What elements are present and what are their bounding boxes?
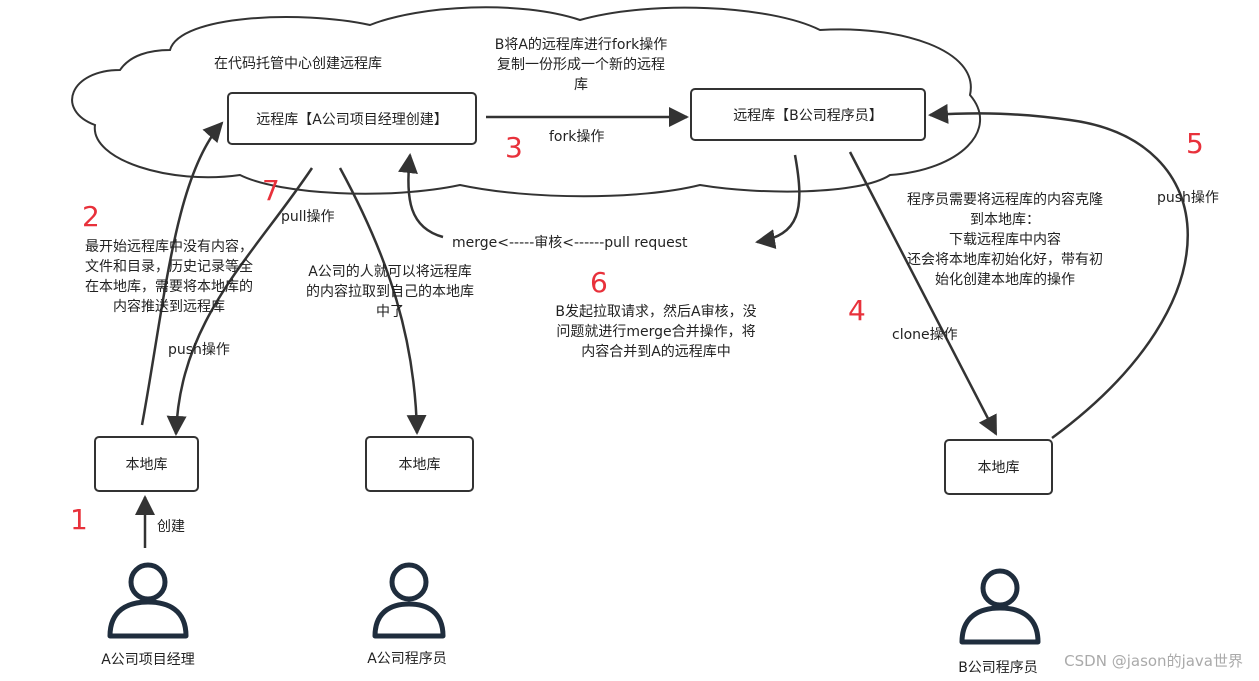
step4-desc-line: 下载远程库中内容 — [949, 232, 1061, 248]
step4-desc-line: 始化创建本地库的操作 — [935, 272, 1075, 288]
step-number-7: 7 — [262, 174, 280, 207]
step7-desc-line: A公司的人就可以将远程库 — [308, 264, 472, 280]
step-number-5: 5 — [1186, 127, 1204, 160]
step6-desc-line: 内容合并到A的远程库中 — [581, 344, 731, 360]
person-icon — [372, 562, 446, 639]
local-repo-pm: 本地库 — [94, 436, 199, 492]
step4-desc-line: 程序员需要将远程库的内容克隆 — [907, 192, 1103, 208]
person-dev-a-label: A公司程序员 — [367, 651, 447, 667]
pull-op-label: pull操作 — [281, 209, 335, 225]
step4-desc-line: 到本地库： — [970, 212, 1040, 228]
clone-arrow — [848, 151, 998, 436]
local-repo-dev-b: 本地库 — [944, 439, 1053, 495]
person-dev-a — [361, 560, 457, 644]
fork-description: B将A的远程库进行fork操作 复制一份形成一个新的远程 库 — [468, 35, 694, 95]
step-number-3: 3 — [505, 131, 523, 164]
push-op-label-left: push操作 — [168, 342, 230, 358]
local-repo-dev-a: 本地库 — [365, 436, 474, 492]
person-icon — [959, 568, 1041, 645]
create-label: 创建 — [157, 519, 185, 535]
person-dev-b-label: B公司程序员 — [958, 660, 1038, 676]
fork-desc-line: 复制一份形成一个新的远程 — [497, 57, 665, 73]
person-pm — [100, 560, 196, 644]
step7-desc-line: 中了 — [376, 304, 404, 320]
step4-desc-line: 还会将本地库初始化好，带有初 — [907, 252, 1103, 268]
push-arrow-left — [140, 121, 224, 426]
step-number-2: 2 — [82, 200, 100, 233]
step6-description: B发起拉取请求，然后A审核，没 问题就进行merge合并操作，将 内容合并到A的… — [526, 302, 786, 362]
remote-repo-a: 远程库【A公司项目经理创建】 — [227, 92, 477, 145]
person-dev-b — [952, 566, 1048, 650]
fork-desc-line: B将A的远程库进行fork操作 — [494, 37, 668, 53]
remote-repo-b: 远程库【B公司程序员】 — [690, 88, 926, 141]
step2-desc-line: 最开始远程库中没有内容， — [85, 239, 253, 255]
fork-op-label: fork操作 — [549, 129, 605, 145]
person-icon — [107, 562, 189, 639]
person-pm-label: A公司项目经理 — [101, 652, 195, 668]
step2-desc-line: 在本地库，需要将本地库的 — [85, 279, 253, 295]
step7-desc-line: 的内容拉取到自己的本地库 — [306, 284, 474, 300]
cloud-shape — [71, 6, 982, 198]
step2-desc-line: 内容推送到远程库 — [113, 299, 225, 315]
step4-description: 程序员需要将远程库的内容克隆 到本地库： 下载远程库中内容 还会将本地库初始化好… — [880, 190, 1130, 290]
cloud-title: 在代码托管中心创建远程库 — [214, 56, 382, 72]
fork-desc-line: 库 — [574, 77, 588, 93]
step6-desc-line: B发起拉取请求，然后A审核，没 — [555, 304, 757, 320]
step7-description: A公司的人就可以将远程库 的内容拉取到自己的本地库 中了 — [284, 262, 496, 322]
merge-flow-label: merge<-----审核<------pull request — [452, 235, 688, 251]
step-number-6: 6 — [590, 266, 608, 299]
clone-op-label: clone操作 — [892, 327, 958, 343]
pull-request-arrow — [755, 154, 801, 249]
step2-desc-line: 文件和目录，历史记录等全 — [85, 259, 253, 275]
step2-description: 最开始远程库中没有内容， 文件和目录，历史记录等全 在本地库，需要将本地库的 内… — [62, 237, 276, 317]
watermark: CSDN @jason的java世界 — [1064, 652, 1243, 670]
pull-arrow-dev-a — [338, 167, 427, 435]
pull-arrow — [166, 167, 314, 436]
step-number-1: 1 — [70, 503, 88, 536]
push-arrow-right — [928, 103, 1189, 440]
step6-desc-line: 问题就进行merge合并操作，将 — [556, 324, 756, 340]
merge-arrow — [398, 153, 444, 239]
push-op-label-right: push操作 — [1157, 190, 1219, 206]
step-number-4: 4 — [848, 294, 866, 327]
